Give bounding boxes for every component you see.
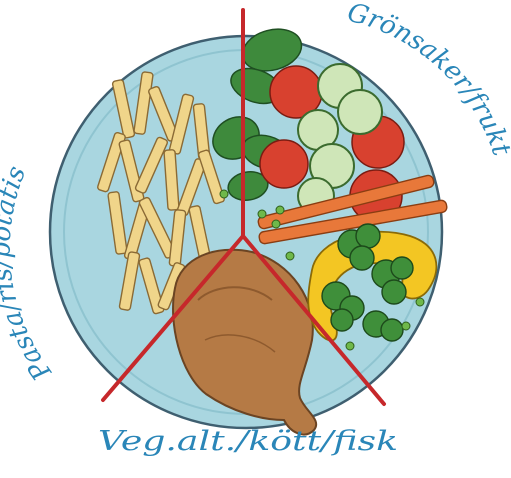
label-pasta-rice-potatoes: Pasta/ris/potatis — [0, 162, 58, 386]
label-vegalt-meat-fish: Veg.alt./kött/fisk — [98, 426, 398, 457]
